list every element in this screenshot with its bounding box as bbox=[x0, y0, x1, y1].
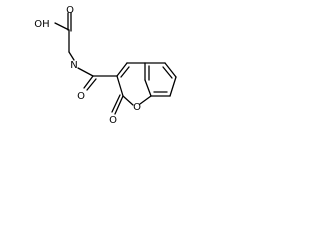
bond-c2-o-double-a bbox=[114, 95, 124, 115]
bond-c5-c6-b bbox=[162, 66, 173, 79]
bond-amide-c-o-double-b bbox=[86, 78, 97, 91]
bond-ch2-n bbox=[68, 51, 75, 61]
bond-n-carbonyl-c bbox=[77, 67, 94, 77]
bond-c3-c4-a bbox=[116, 62, 128, 77]
bond-c8-c8a bbox=[144, 79, 152, 97]
atom-label-carboxyl-oh: OH bbox=[34, 19, 49, 30]
bond-c3-c2 bbox=[116, 75, 124, 97]
atom-label-amide-o: O bbox=[77, 91, 85, 102]
bond-c2-o1 bbox=[122, 95, 134, 106]
bond-o1-c8a bbox=[139, 95, 152, 105]
atom-label-carboxyl-o: O bbox=[66, 5, 74, 16]
atom-label-amide-n: N bbox=[70, 60, 77, 71]
bond-c5-c6-a bbox=[164, 62, 177, 78]
bond-amide-c-o-double-a bbox=[83, 75, 94, 89]
atom-label-lactone-carbonyl-o: O bbox=[109, 115, 117, 126]
bond-c6-c7 bbox=[169, 76, 177, 97]
atom-label-ring-o: O bbox=[133, 102, 141, 113]
bond-carboxyl-c-oh bbox=[54, 22, 70, 31]
chemical-structure-diagram: OH O N O O O bbox=[34, 5, 177, 126]
bond-c2-o-double-b bbox=[111, 94, 121, 113]
bond-c3-c4-b bbox=[120, 66, 130, 78]
